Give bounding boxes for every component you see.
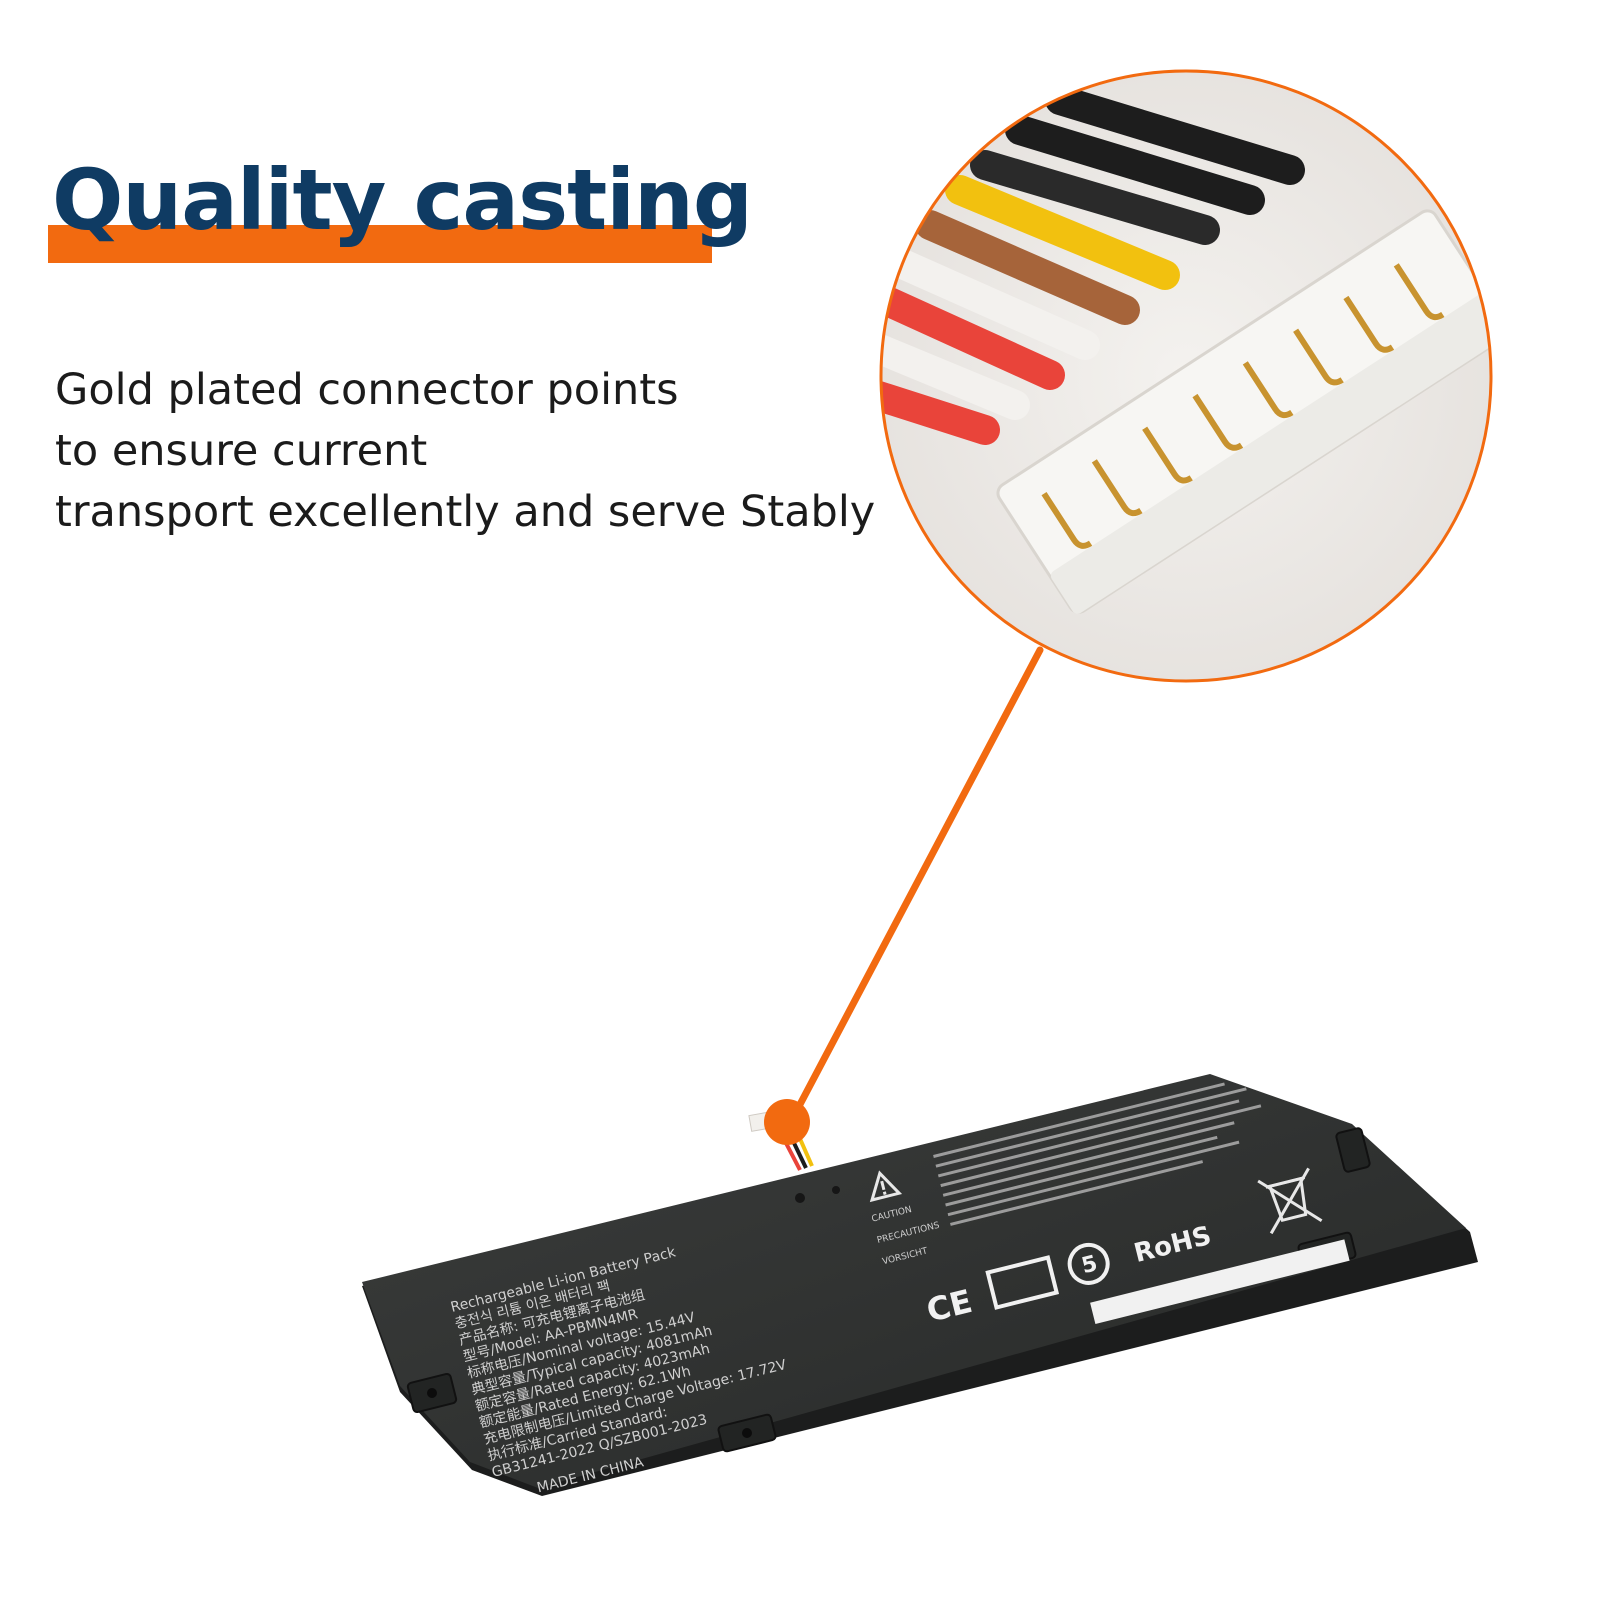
description-line: to ensure current (55, 426, 428, 476)
recycle-icon: 5 (1067, 1242, 1110, 1285)
battery-pack: Rechargeable Li-ion Battery Pack 충전식 리튬 … (362, 1074, 1478, 1496)
description-line: transport excellently and serve Stably (55, 487, 876, 537)
headline-block: Quality casting (48, 150, 753, 263)
headline-underline (48, 225, 712, 263)
barcode-strip (1090, 1239, 1350, 1325)
warning-triangle-icon (869, 1170, 903, 1203)
headline-title: Quality casting (52, 151, 753, 249)
battery-label: Rechargeable Li-ion Battery Pack 충전식 리튬 … (449, 1244, 788, 1496)
recycle-number: 5 (1079, 1251, 1100, 1279)
crossed-bin-icon (1257, 1167, 1323, 1235)
connector-zoom-icon (879, 69, 1493, 683)
pointer-anchor-dot (764, 1099, 810, 1145)
feature-description: Gold plated connector points to ensure c… (55, 360, 915, 543)
battery-hole (795, 1193, 805, 1203)
warning-block: CAUTION PRECAUTIONS VORSICHT (871, 1082, 1262, 1267)
pointer-line (792, 646, 1044, 1116)
battery-hole (832, 1186, 840, 1194)
kc-mark-icon (985, 1255, 1060, 1310)
description-line: Gold plated connector points (55, 365, 679, 415)
